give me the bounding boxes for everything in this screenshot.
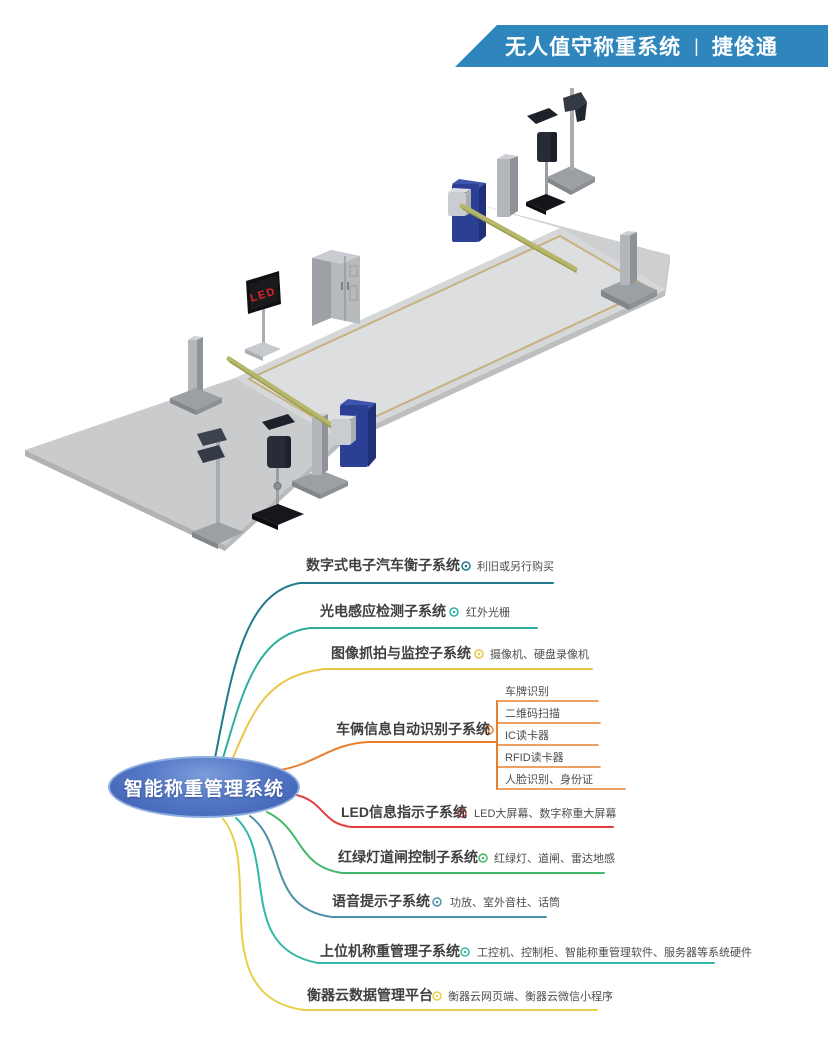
banner-separator: | [694, 35, 699, 56]
branch-line-1 [214, 582, 554, 759]
branch-8-label: 上位机称重管理子系统 [320, 943, 460, 959]
branch-8-sub: 工控机、控制柜、智能称重管理软件、服务器等系统硬件 [477, 947, 752, 959]
branch-4-child-3: IC读卡器 [505, 730, 549, 742]
entry-ramp-edge [25, 450, 225, 551]
branch-1-sub: 利旧或另行购买 [477, 561, 554, 573]
central-topic-label: 智能称重管理系统 [123, 778, 284, 800]
terminal-hood-icon [262, 414, 295, 430]
header-banner: 无人值守称重系统 | 捷俊通 [455, 25, 828, 67]
branch-line-5 [291, 793, 614, 828]
intercom-terminal-far [526, 108, 566, 215]
light-curtain-post-near-left [170, 336, 222, 415]
deck-side-face [340, 290, 665, 446]
entry-ramp [25, 378, 340, 545]
branch-line-2 [222, 627, 538, 759]
light-curtain-post-far-right [601, 231, 657, 310]
weighbridge-illustration: LED [25, 88, 670, 551]
traffic-light-head-icon [197, 428, 227, 446]
branch-6-label: 红绿灯道闸控制子系统 [338, 849, 478, 865]
branch-line-9 [222, 818, 598, 1011]
branch-4-label: 车俩信息自动识别子系统 [336, 721, 490, 737]
branch-9-label: 衡器云数据管理平台 [307, 987, 433, 1003]
branch-line-6 [266, 811, 605, 874]
branch-2-label: 光电感应检测子系统 [320, 603, 446, 619]
branch-4-child-1: 车牌识别 [505, 686, 549, 698]
branch-marker-icons [432, 561, 494, 1001]
branch-5-label: LED信息指示子系统 [341, 804, 467, 820]
terminal-hood-icon [527, 108, 558, 124]
branch-4-child-2: 二维码扫描 [505, 708, 560, 720]
branch-7-label: 语音提示子系统 [332, 893, 430, 909]
branch-4-child-4: RFID读卡器 [505, 752, 564, 764]
central-topic: 智能称重管理系统 [108, 756, 300, 818]
control-cabinet [312, 250, 360, 326]
led-display: LED [245, 271, 281, 361]
branch-7-sub: 功放、室外音柱、话筒 [450, 897, 560, 909]
branch-9-sub: 衡器云网页端、衡器云微信小程序 [448, 991, 613, 1003]
camera-pole-far [547, 88, 595, 195]
traffic-light [192, 428, 244, 549]
entry-ramp-edge-2 [225, 440, 340, 551]
branch-3-label: 图像抓拍与监控子系统 [331, 645, 471, 661]
branch-3-sub: 摄像机、硬盘录像机 [490, 649, 589, 661]
branch-line-4 [279, 741, 498, 771]
branch-1-label: 数字式电子汽车衡子系统 [306, 557, 460, 573]
branch-2-sub: 红外光栅 [466, 607, 510, 619]
banner-brand: 捷俊通 [711, 36, 778, 59]
barrier-gate-far [448, 179, 578, 273]
light-curtain-post-near-right [292, 413, 348, 499]
barrier-arm-near [226, 356, 345, 435]
light-curtain-post-far-left [497, 154, 518, 217]
banner-title: 无人值守称重系统 [505, 36, 682, 59]
branch-4-child-5: 人脸识别、身份证 [505, 774, 593, 786]
branch-line-8 [235, 817, 715, 964]
barrier-gate-near [226, 356, 376, 467]
barrier-arm-far [459, 203, 578, 272]
exit-ramp-edge [665, 255, 670, 296]
intercom-terminal-near [252, 414, 304, 530]
surveillance-camera-icon [563, 92, 587, 112]
branch-6-sub: 红绿灯、道闸、雷达地感 [494, 853, 615, 865]
branch-line-3 [231, 668, 593, 761]
branch-line-7 [249, 815, 547, 918]
branch-5-sub: LED大屏幕、数字称重大屏幕 [474, 808, 617, 820]
